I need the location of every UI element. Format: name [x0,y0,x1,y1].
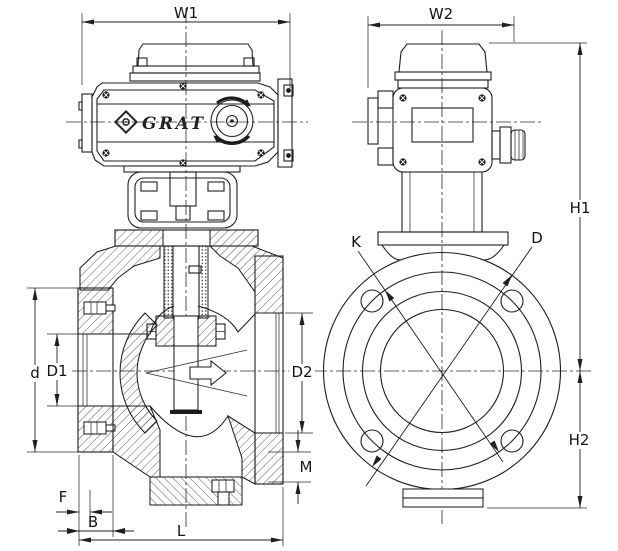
actuator-side-view [367,43,526,261]
k-diameter-line [357,250,504,463]
lower-right-body-wall [227,414,256,485]
right-flange-section [254,255,284,485]
raised-face-circle [361,290,523,452]
brand-logo-text: GRAT [142,114,206,134]
dimension-m: M [268,430,312,504]
bolt-circle [342,271,542,471]
actuator-right-bracket [277,78,294,168]
bore-circle [379,308,505,434]
dimension-w1: W1 [81,4,291,88]
dimension-b: B [58,455,134,537]
actuator-front-view: GRAT [78,43,294,229]
dim-label-d2: D2 [291,363,312,381]
dimension-l: L [79,487,284,546]
d-diameter-line [365,246,533,487]
flange-face-view [322,246,562,508]
mounting-yoke [123,165,241,229]
flow-direction-arrow [189,359,227,387]
side-top-cap [398,43,488,73]
dimension-d2: D2 [285,312,315,434]
dim-label-m: M [300,458,313,476]
bolt-hole [360,429,384,453]
dimension-w2: W2 [367,5,515,88]
valve-stem [170,345,202,414]
gland-flange [146,315,226,347]
dimension-h1: H1 [489,42,592,371]
side-left-tabs [367,90,394,166]
dimension-f: F [56,455,112,546]
dim-label-d-upper: D [531,229,543,247]
ball-segment [119,312,158,434]
cable-gland [491,126,526,164]
dim-label-b: B [88,513,98,531]
manual-override-dial [210,96,254,146]
upper-left-body-wall [79,245,161,291]
left-flange-section [77,287,116,453]
bolt-hole [500,289,524,313]
bolt-hole [500,429,524,453]
top-flange-plate [377,231,509,246]
flange-stud-top [83,301,116,315]
nameplate [411,107,474,143]
dim-label-w2: W2 [429,5,453,23]
dimension-d-lower: d [27,287,80,453]
bolt-hole [360,289,384,313]
drain-plug [211,479,235,506]
centerlines [48,8,592,528]
valve-body-section [77,229,284,506]
actuator-left-end-cap [78,93,93,153]
dimension-d1: D1 [45,333,86,407]
side-housing [392,87,493,173]
dim-label-k: K [351,233,362,251]
base-pad [402,488,484,508]
dim-label-f: F [59,488,68,506]
dimension-h2: H2 [487,371,593,509]
actuator-top-cap [129,43,261,82]
top-mounting-plate [114,229,259,247]
dim-label-w1: W1 [174,4,198,22]
dim-label-h1: H1 [570,199,591,217]
dim-label-l: L [177,522,186,540]
v-port-lines [145,349,248,397]
dim-label-d1: D1 [46,362,67,380]
flange-stud-bottom [83,421,116,435]
grat-logo-icon [113,109,139,135]
dim-label-d-lower: d [30,364,40,382]
dim-label-h2: H2 [569,431,590,449]
